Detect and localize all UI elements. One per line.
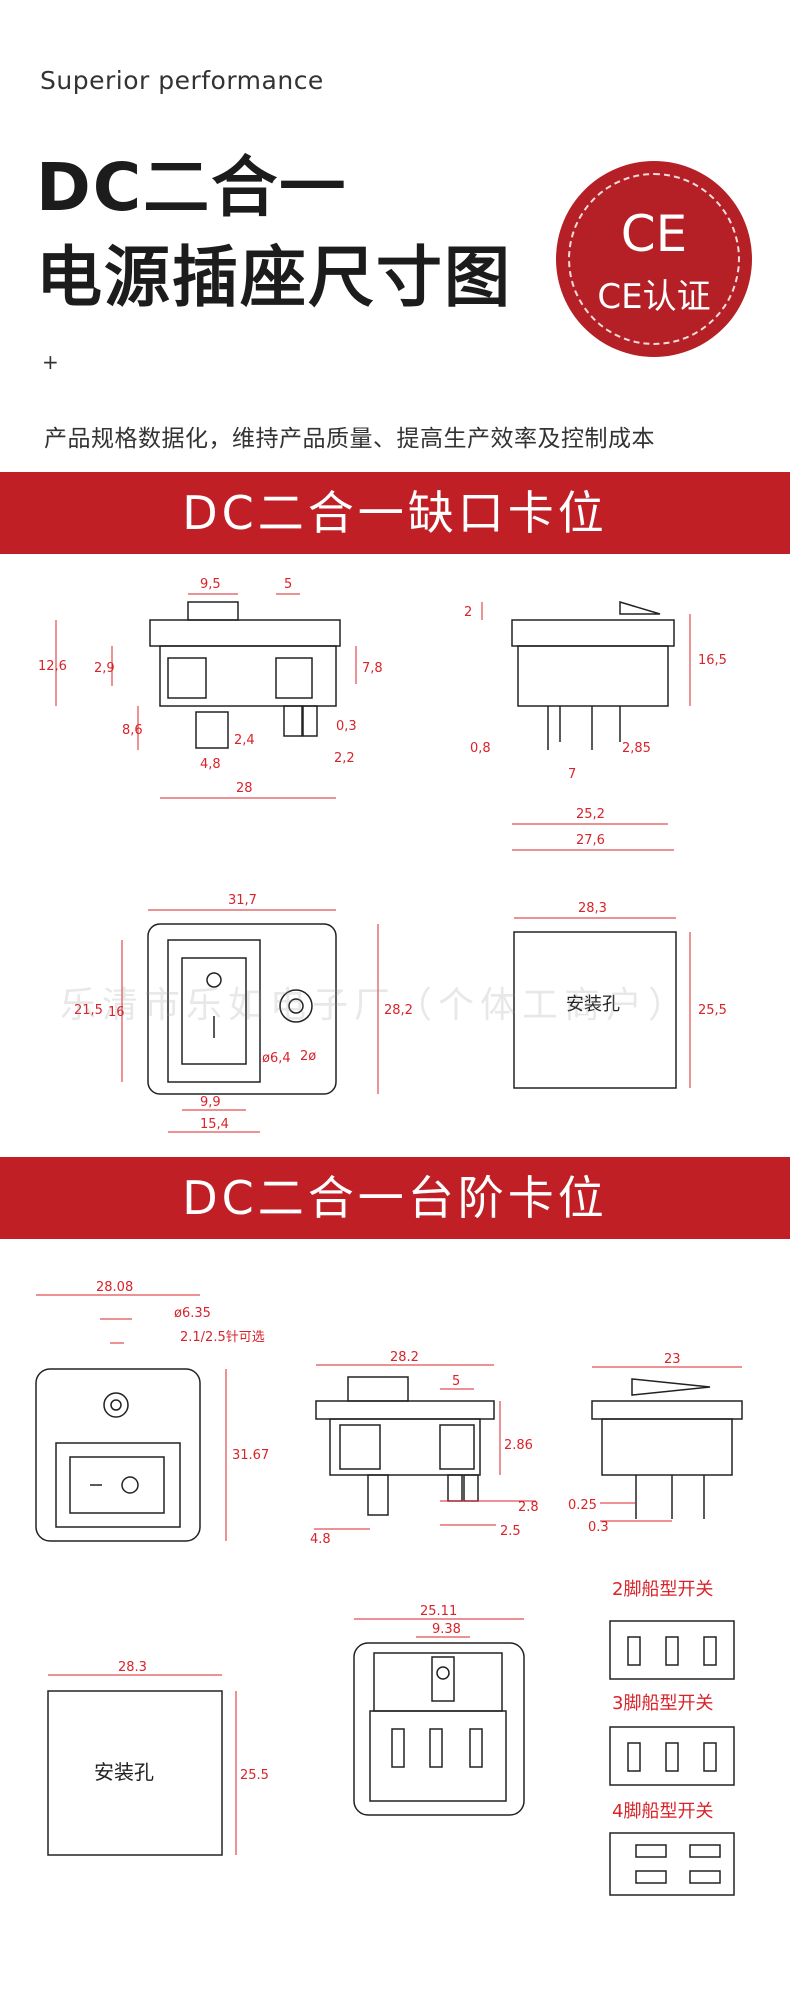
dim-label: 2	[464, 605, 472, 620]
dim-label: 16,5	[698, 653, 727, 668]
dim-label: 28.08	[96, 1280, 133, 1295]
dim-label: 9.38	[432, 1622, 461, 1637]
switch-type-label: 2脚船型开关	[612, 1579, 713, 1600]
dim-label: 2.1/2.5针可选	[180, 1330, 265, 1345]
dim-label: 15,4	[200, 1117, 229, 1132]
dim-label: 2,9	[94, 661, 115, 676]
dim-label: 28.2	[390, 1350, 419, 1365]
dim-label: 0,3	[336, 719, 357, 734]
dim-label: 28,2	[384, 1003, 413, 1018]
dim-label: 2.8	[518, 1500, 539, 1515]
dim-label: 27,6	[576, 833, 605, 848]
dim-label: 0.3	[588, 1520, 609, 1535]
watermark: 乐清市乐如电子厂（个体工商户）	[60, 985, 691, 1026]
plus-mark: +	[42, 350, 59, 374]
dim-label: 16	[108, 1005, 125, 1020]
dim-label: 25,5	[698, 1003, 727, 1018]
dim-label: ø6.35	[174, 1306, 211, 1321]
dim-label: 5	[452, 1374, 460, 1389]
mount-hole-label: 安装孔	[566, 994, 620, 1015]
dim-label: 25.5	[240, 1768, 269, 1783]
dim-label: 5	[284, 577, 292, 592]
dim-label: 21,5	[74, 1003, 103, 1018]
dim-label: 2,2	[334, 751, 355, 766]
mount-hole-label: 安装孔	[94, 1760, 154, 1784]
dim-label: 9,9	[200, 1095, 221, 1110]
badge-ring	[568, 173, 740, 345]
dim-label: 2,85	[622, 741, 651, 756]
description: 产品规格数据化，维持产品质量、提高生产效率及控制成本	[44, 426, 655, 452]
section1-banner: DC二合一缺口卡位	[0, 472, 790, 554]
dim-label: 12,6	[38, 659, 67, 674]
ce-label: CE认证	[597, 277, 711, 317]
ce-mark: CE	[620, 205, 688, 263]
dim-label: 2,4	[234, 733, 255, 748]
dim-label: 9,5	[200, 577, 221, 592]
dim-label: 0,8	[470, 741, 491, 756]
dim-label: 28	[236, 781, 253, 796]
dim-label: 4.8	[310, 1532, 331, 1547]
dim-label: 31,7	[228, 893, 257, 908]
dim-label: 28,3	[578, 901, 607, 916]
dim-label: 25,2	[576, 807, 605, 822]
dim-label: 7	[568, 767, 576, 782]
page-title-line1: DC二合一	[36, 149, 348, 226]
dim-label: 8,6	[122, 723, 143, 738]
dim-label: 4,8	[200, 757, 221, 772]
dim-label: 25.11	[420, 1604, 457, 1619]
switch-type-label: 4脚船型开关	[612, 1801, 713, 1822]
dim-label: 7,8	[362, 661, 383, 676]
section2-banner: DC二合一台阶卡位	[0, 1157, 790, 1239]
subtitle: Superior performance	[40, 66, 324, 95]
dim-label: ø6,4	[262, 1051, 291, 1066]
dim-label: 2.5	[500, 1524, 521, 1539]
page-title-line2: 电源插座尺寸图	[36, 239, 512, 316]
dim-label: 23	[664, 1352, 681, 1367]
ce-badge: CE CE认证	[556, 161, 752, 357]
switch-type-label: 3脚船型开关	[612, 1693, 713, 1714]
section2-drawings: 28.08 ø6.35 2.1/2.5针可选 31.67 28.2 5 2.86…	[35, 1280, 743, 1896]
dim-label: 2ø	[300, 1049, 316, 1064]
dim-label: 0.25	[568, 1498, 597, 1513]
section1-drawings: 9,5 5 12,6 2,9 7,8 8,6 2,4 0,3 4,8 2,2 2…	[38, 577, 727, 1133]
dim-label: 28.3	[118, 1660, 147, 1675]
dim-label: 31.67	[232, 1448, 269, 1463]
dim-label: 2.86	[504, 1438, 533, 1453]
